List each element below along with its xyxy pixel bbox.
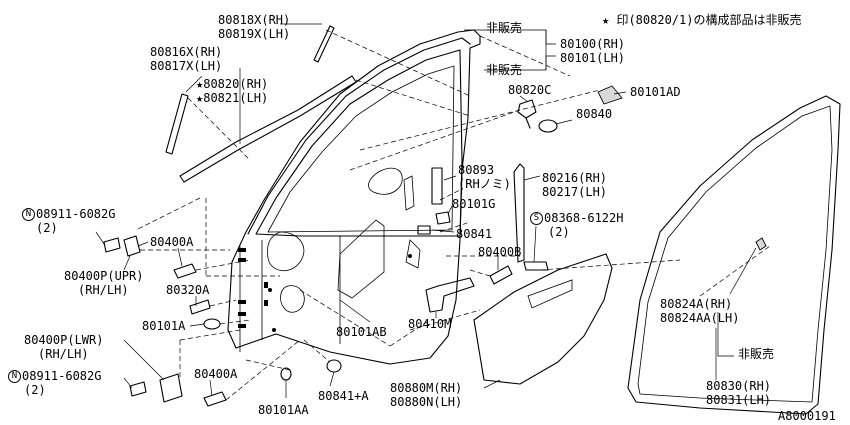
label-08368-qty: (2) xyxy=(548,225,570,239)
label-08368-code: 08368-6122H xyxy=(544,211,624,225)
label-not-sold-b: 非販売 xyxy=(486,63,523,77)
door-hinge-holes xyxy=(238,248,412,332)
label-80824aa: 80824AA(LH) xyxy=(660,311,740,325)
label-80101aa: 80101AA xyxy=(258,403,309,417)
bolt-80400a-upper xyxy=(173,263,197,279)
belt-molding-80820 xyxy=(179,75,357,183)
sash-trim-80216 xyxy=(513,163,525,263)
bolt-08911-upper xyxy=(103,237,121,253)
label-80817x: 80817X(LH) xyxy=(150,59,223,73)
label-80841a: 80841+A xyxy=(318,389,369,403)
bolt-80400b xyxy=(489,265,513,285)
label-80400a-upper: 80400A xyxy=(150,235,194,249)
note-not-sold: ★ 印(80820/1)の構成部品は非販売 xyxy=(602,13,802,27)
label-not-sold-c: 非販売 xyxy=(738,347,775,361)
bolt-08911-lower xyxy=(129,381,147,397)
label-08911-lower-code: 08911-6082G xyxy=(22,369,102,383)
screw-symbol-icon: S xyxy=(530,212,543,225)
label-not-sold-a: 非販売 xyxy=(486,21,523,35)
label-80820: ★80820(RH) xyxy=(196,77,269,91)
label-80818x: 80818X(RH) xyxy=(218,13,291,27)
plug-80840 xyxy=(538,119,558,133)
label-80819x: 80819X(LH) xyxy=(218,27,291,41)
label-80216: 80216(RH) xyxy=(542,171,608,185)
label-80893-note: (RHノミ) xyxy=(458,177,511,191)
label-80101a: 80101A xyxy=(142,319,186,333)
label-80101ab: 80101AB xyxy=(336,325,387,339)
label-80400p-lwr-side: (RH/LH) xyxy=(38,347,89,361)
label-80101ad: 80101AD xyxy=(630,85,681,99)
hinge-lower-80400p xyxy=(159,373,183,403)
label-80410m: 80410M xyxy=(408,317,452,331)
nut-symbol-icon: N xyxy=(8,370,21,383)
bolt-80400a-lower xyxy=(203,391,227,407)
label-08911-upper-qty: (2) xyxy=(36,221,58,235)
plug-80841a xyxy=(326,359,342,373)
pin-80320a xyxy=(189,299,211,315)
label-80880m: 80880M(RH) xyxy=(390,381,463,395)
label-80824a: 80824A(RH) xyxy=(660,297,733,311)
label-08911-upper-code: 08911-6082G xyxy=(36,207,116,221)
label-80831: 80831(LH) xyxy=(706,393,772,407)
nut-symbol-icon: N xyxy=(22,208,35,221)
label-80830: 80830(RH) xyxy=(706,379,772,393)
label-80400a-lower: 80400A xyxy=(194,367,238,381)
label-08911-lower-qty: (2) xyxy=(24,383,46,397)
label-80100: 80100(RH) xyxy=(560,37,626,51)
diagram-code: A8000191 xyxy=(778,409,836,423)
hinge-upper-80400p xyxy=(123,235,141,257)
plug-80101a xyxy=(203,318,221,330)
label-80880n: 80880N(LH) xyxy=(390,395,463,409)
label-80400b: 80400B xyxy=(478,245,522,259)
clip-80824a xyxy=(755,237,767,251)
label-80320a: 80320A xyxy=(166,283,210,297)
label-80816x: 80816X(RH) xyxy=(150,45,223,59)
sash-molding-80816x xyxy=(165,93,189,155)
label-80400p-upr-side: (RH/LH) xyxy=(78,283,129,297)
door-trim-panel-80880m xyxy=(473,253,613,385)
label-80400p-lwr: 80400P(LWR) xyxy=(24,333,104,347)
screw-08368 xyxy=(523,261,549,271)
sash-molding-80818x xyxy=(313,25,335,63)
clip-80820c xyxy=(517,99,537,119)
label-80400p-upr: 80400P(UPR) xyxy=(64,269,144,283)
label-80840: 80840 xyxy=(576,107,613,121)
insulator-80893 xyxy=(431,167,443,205)
leader-lines xyxy=(95,23,757,398)
door-check-80410m xyxy=(425,277,475,313)
label-80841: 80841 xyxy=(456,227,493,241)
label-80101: 80101(LH) xyxy=(560,51,626,65)
bumper-80101g xyxy=(435,211,451,225)
seal-80841 xyxy=(417,225,431,235)
door-weatherstrip-80830 xyxy=(627,95,841,415)
front-door-assembly xyxy=(227,29,481,365)
label-80217: 80217(LH) xyxy=(542,185,608,199)
label-80893: 80893 xyxy=(458,163,495,177)
mirror-cover-80101ad xyxy=(597,85,623,105)
label-80821: ★80821(LH) xyxy=(196,91,269,105)
label-80101g: 80101G xyxy=(452,197,496,211)
label-80820c: 80820C xyxy=(508,83,552,97)
explode-lines xyxy=(135,29,771,401)
